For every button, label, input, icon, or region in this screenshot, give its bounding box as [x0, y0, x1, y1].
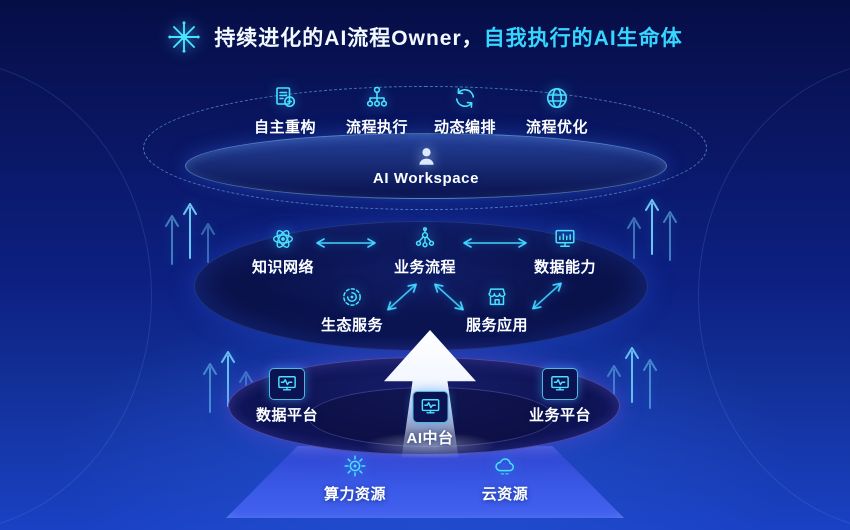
up-arrows-decoration-left-top	[165, 203, 215, 265]
globe-icon	[543, 84, 571, 112]
resource-item-label: 算力资源	[323, 486, 387, 503]
workspace-item-label: 流程优化	[525, 119, 589, 136]
monitor-pulse-icon	[268, 368, 305, 400]
decor-curve-right	[698, 60, 850, 530]
platform-item-ai-middle-platform: AI中台	[406, 391, 453, 448]
workspace-item-dynamic-orchestration: 动态编排	[434, 84, 496, 137]
doc-restructure-icon	[271, 84, 299, 112]
swirl-icon	[339, 284, 365, 310]
platform-item-label: AI中台	[406, 430, 454, 447]
sparkle-logo-icon	[167, 20, 201, 54]
monitor-pulse-icon	[411, 391, 448, 423]
workspace-item-flow-execution: 流程执行	[346, 84, 408, 137]
compute-core-icon	[342, 453, 368, 479]
capability-item-business-flow: 业务流程	[394, 226, 456, 277]
workspace-item-label: 流程执行	[345, 119, 409, 136]
double-arrow-flow-data	[463, 238, 527, 248]
double-arrow-flow-service	[434, 283, 464, 311]
title-text-primary: 持续进化的AI流程Owner，	[214, 27, 484, 50]
capability-item-knowledge-network: 知识网络	[252, 226, 314, 277]
workspace-item-label: 自主重构	[253, 119, 317, 136]
ai-workspace-dashed-ring	[143, 86, 707, 210]
page-header: 持续进化的AI流程Owner，自我执行的AI生命体	[0, 20, 850, 54]
cycle-arrows-icon	[451, 84, 479, 112]
resource-item-compute: 算力资源	[324, 453, 386, 504]
capability-item-label: 数据能力	[533, 259, 597, 276]
resource-base-platform	[226, 446, 624, 518]
storefront-icon	[484, 284, 510, 310]
resource-item-cloud: 云资源	[482, 453, 529, 504]
node-graph-icon	[412, 226, 438, 252]
capability-item-data-capability: 数据能力	[534, 226, 596, 277]
workspace-item-self-restructure: 自主重构	[254, 84, 316, 137]
title-text-accent: 自我执行的AI生命体	[483, 27, 683, 50]
workspace-item-label: 动态编排	[433, 119, 497, 136]
ai-workspace-platform: AI Workspace	[185, 133, 667, 199]
capability-item-service-apps: 服务应用	[466, 284, 528, 335]
capability-item-label: 生态服务	[320, 317, 384, 334]
atom-icon	[270, 226, 296, 252]
page-title: 持续进化的AI流程Owner，自我执行的AI生命体	[214, 22, 682, 52]
monitor-pulse-icon	[541, 368, 578, 400]
platform-item-data-platform: 数据平台	[256, 368, 318, 425]
ai-workspace-label: AI Workspace	[372, 170, 480, 187]
workspace-item-flow-optimization: 流程优化	[526, 84, 588, 137]
platform-item-label: 数据平台	[255, 407, 319, 424]
platform-item-label: 业务平台	[528, 407, 592, 424]
decor-curve-left	[0, 60, 152, 530]
chart-monitor-icon	[552, 226, 578, 252]
platform-item-business-platform: 业务平台	[529, 368, 591, 425]
capability-item-label: 知识网络	[251, 259, 315, 276]
up-arrows-decoration-right-top	[627, 199, 677, 261]
capability-item-label: 服务应用	[465, 317, 529, 334]
double-arrow-service-data	[532, 282, 562, 310]
capability-item-eco-services: 生态服务	[321, 284, 383, 335]
double-arrow-eco-flow	[387, 283, 417, 311]
person-head-icon	[415, 145, 438, 168]
flow-tree-icon	[363, 84, 391, 112]
capability-item-label: 业务流程	[393, 259, 457, 276]
double-arrow-knowledge-flow	[316, 238, 376, 248]
resource-item-label: 云资源	[481, 486, 529, 503]
cloud-icon	[492, 453, 518, 479]
